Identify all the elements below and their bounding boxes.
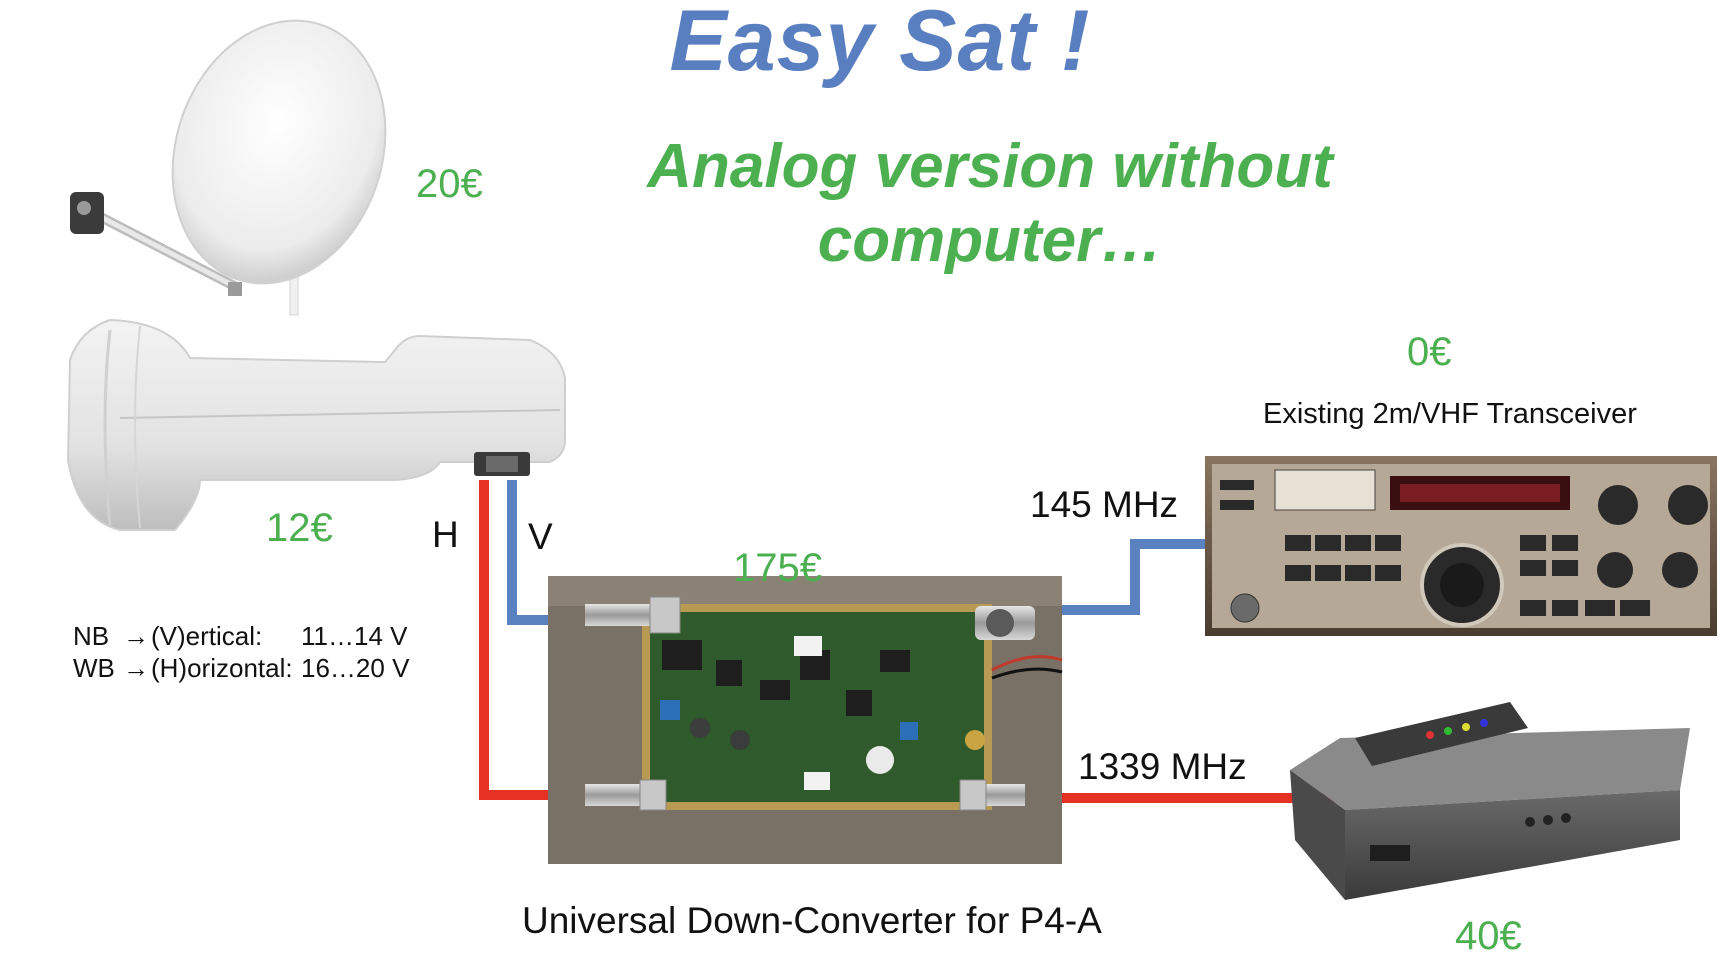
- lnb-image: [66, 318, 566, 531]
- receiver-price: 40€: [1455, 914, 1522, 958]
- down-converter-image: [548, 576, 1063, 864]
- freq-vhf-label: 145 MHz: [1030, 484, 1179, 525]
- lnb-price: 12€: [266, 506, 333, 550]
- note-volt: 16…20 V: [301, 653, 410, 683]
- page-subtitle: Analog version without computer…: [647, 132, 1333, 275]
- transceiver-image: [1205, 456, 1717, 636]
- freq-l-label: 1339 MHz: [1078, 746, 1247, 787]
- dish-price: 20€: [416, 162, 483, 206]
- converter-label: Universal Down-Converter for P4-A: [522, 900, 1102, 941]
- polarization-notes: NB → (V)ertical: 11…14 V WB → (H)orizont…: [73, 620, 433, 684]
- note-pol: (V)ertical:: [151, 621, 263, 651]
- note-band: NB: [73, 621, 110, 651]
- note-row: NB → (V)ertical: 11…14 V: [73, 620, 433, 652]
- transceiver-price: 0€: [1407, 330, 1452, 374]
- note-pol: (H)orizontal:: [151, 653, 293, 683]
- satellite-dish-image: [70, 19, 387, 316]
- converter-price: 175€: [733, 546, 822, 590]
- page-title: Easy Sat !: [669, 0, 1091, 89]
- cable-h-label: H: [432, 514, 459, 555]
- note-band: WB: [73, 653, 115, 683]
- satellite-receiver-image: [1290, 702, 1690, 900]
- arrow-right-icon: →: [123, 621, 149, 651]
- arrow-right-icon: →: [123, 653, 149, 683]
- cable-v-label: V: [528, 516, 553, 557]
- note-volt: 11…14 V: [301, 621, 408, 651]
- note-row: WB → (H)orizontal: 16…20 V: [73, 652, 433, 684]
- transceiver-label: Existing 2m/VHF Transceiver: [1263, 398, 1637, 430]
